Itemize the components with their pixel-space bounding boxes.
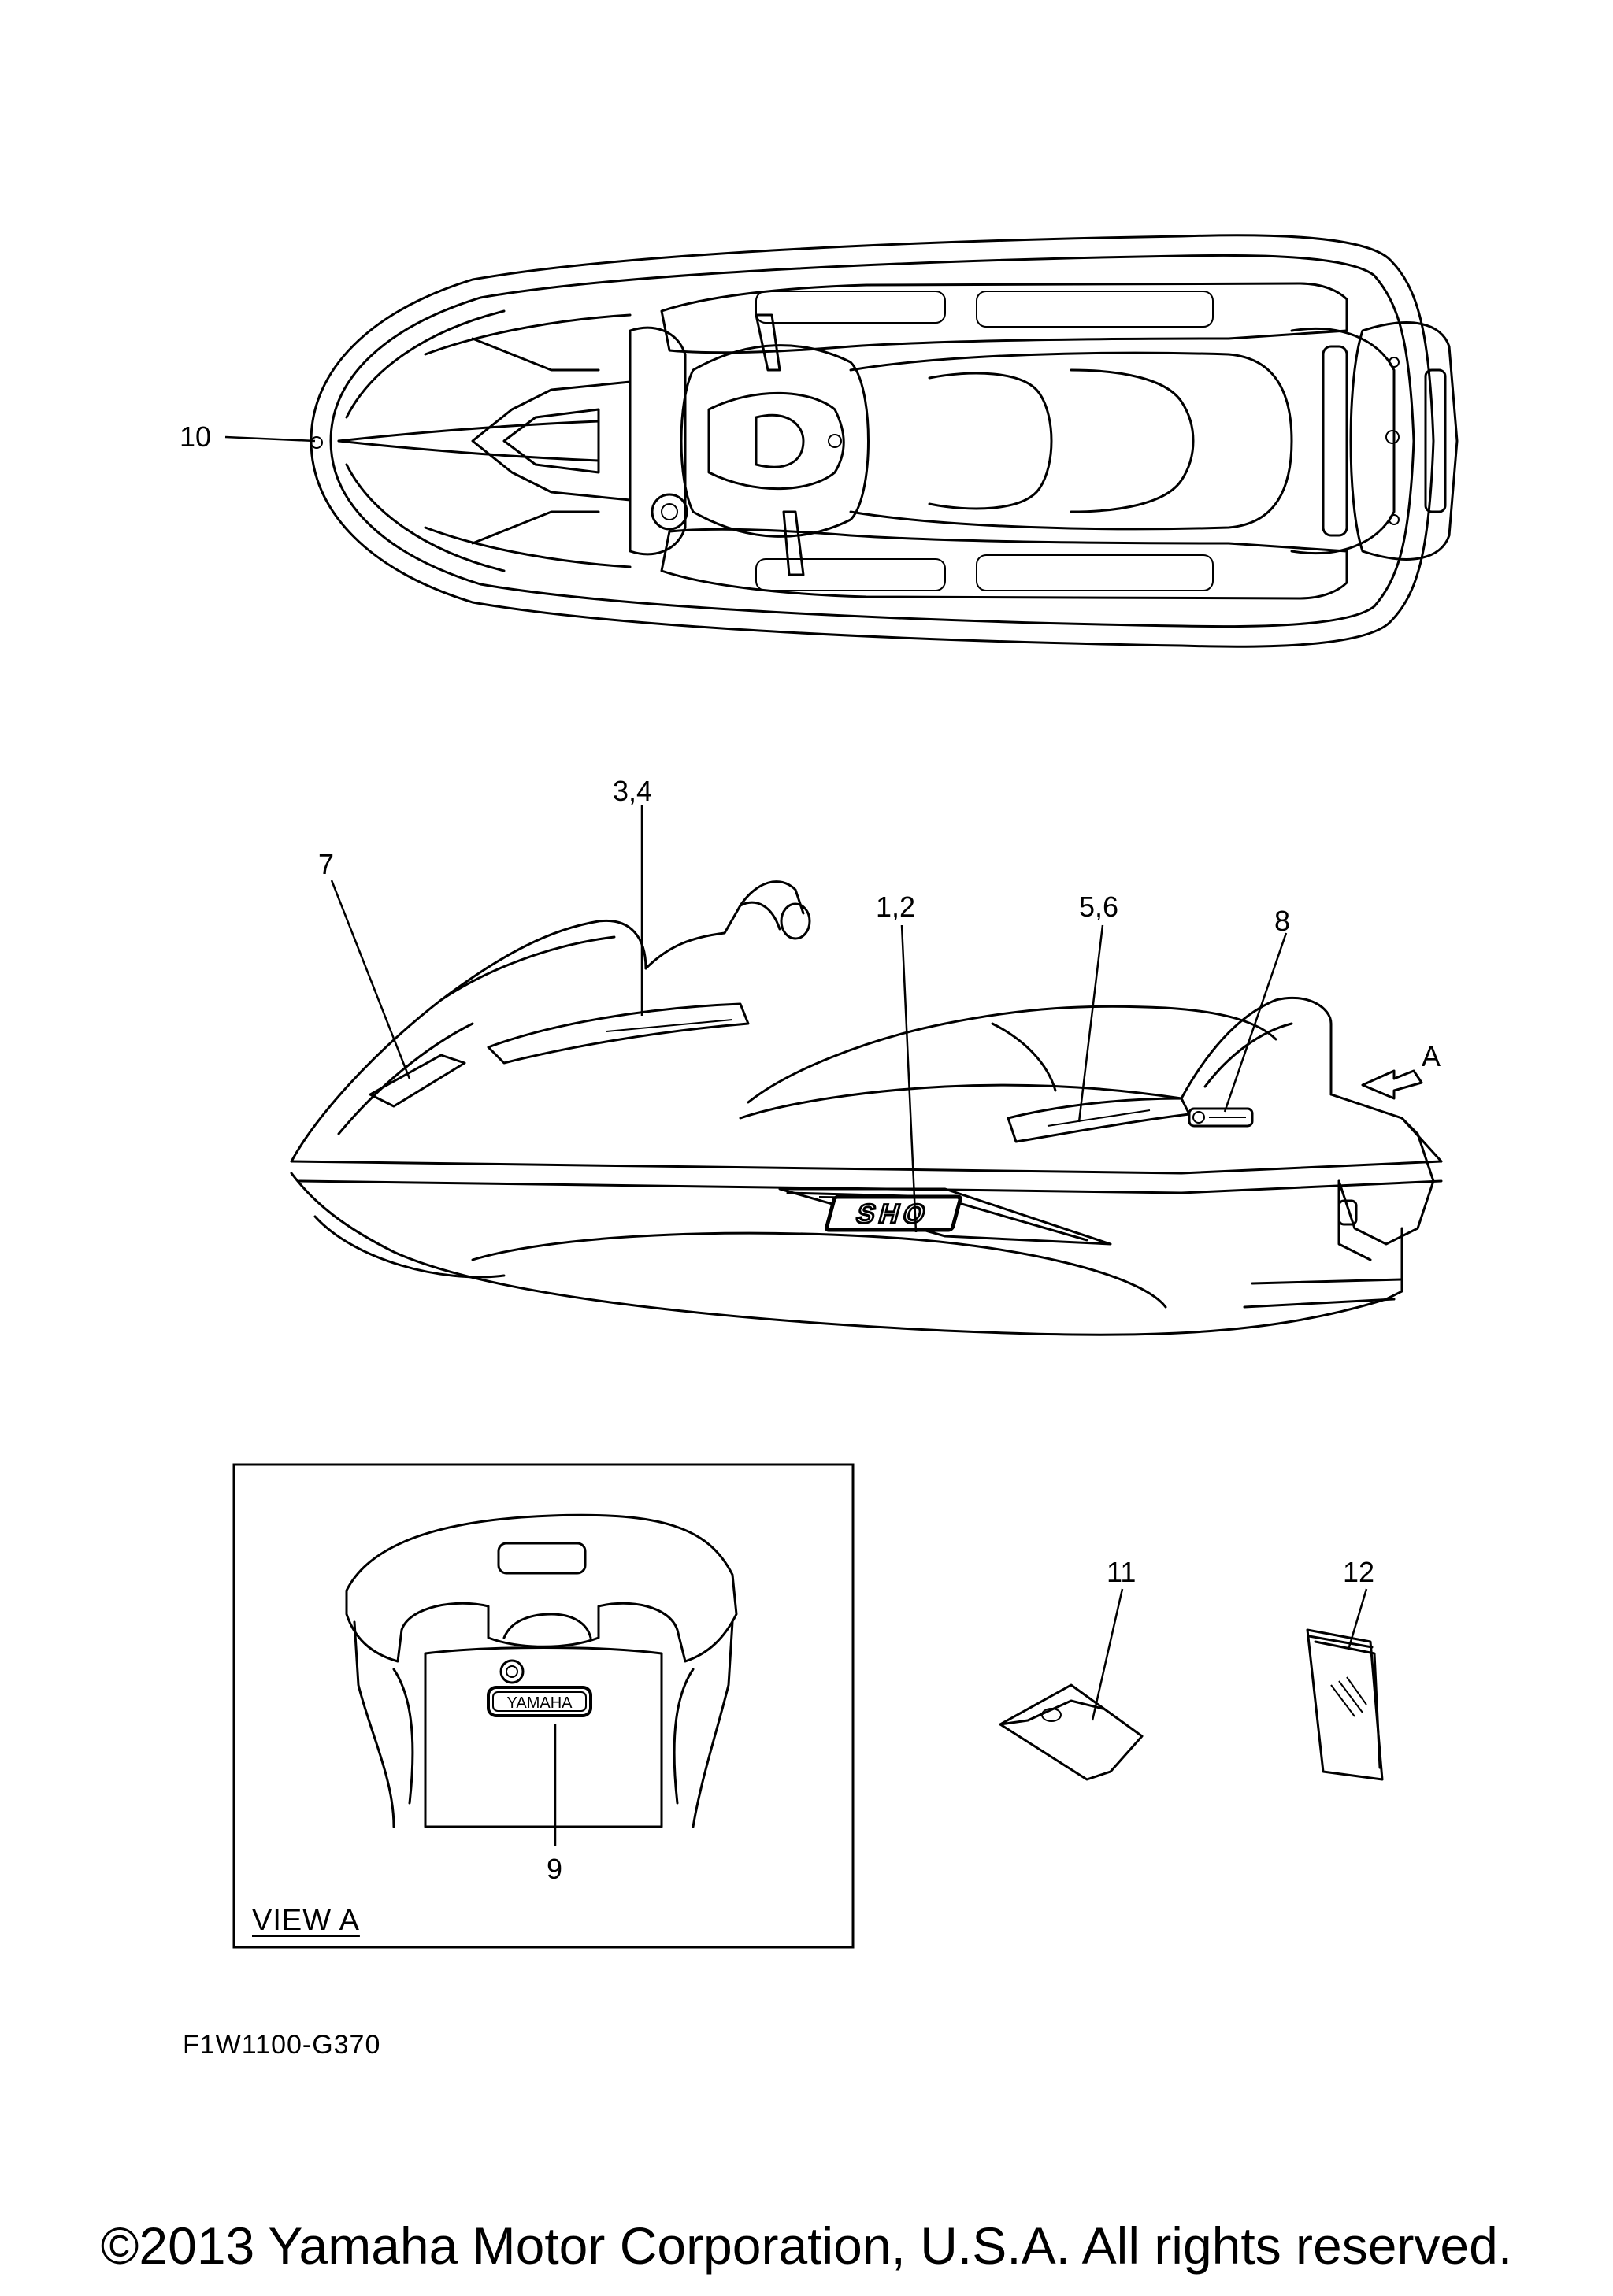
copyright-notice: ©2013 Yamaha Motor Corporation, U.S.A. A… [100, 2216, 1513, 2275]
part-11-pouch [999, 1683, 1144, 1781]
callout-9: 9 [547, 1853, 563, 1885]
callout-5-6: 5,6 [1079, 891, 1119, 923]
leader-lines [224, 435, 1423, 1846]
callout-11: 11 [1107, 1556, 1137, 1588]
sho-decal-text: SHO [853, 1200, 933, 1229]
callout-10: 10 [180, 420, 212, 453]
callout-view-a-arrow: A [1422, 1040, 1441, 1072]
sho-decal: SHO [825, 1194, 962, 1232]
view-a-frame [232, 1463, 855, 1949]
view-a-label: VIEW A [252, 1904, 360, 1937]
callout-7: 7 [318, 848, 335, 880]
figure-code: F1W1100-G370 [183, 2030, 381, 2060]
watercraft-top-view [310, 234, 1459, 648]
part-12-manual [1306, 1628, 1384, 1781]
watercraft-side-view [290, 880, 1443, 1336]
watercraft-rear-view: YAMAHA [345, 1513, 738, 1828]
callout-12: 12 [1343, 1556, 1375, 1588]
callout-3-4: 3,4 [613, 775, 653, 807]
callout-1-2: 1,2 [876, 891, 916, 923]
callout-8: 8 [1274, 905, 1291, 937]
yamaha-badge-text: YAMAHA [507, 1694, 573, 1712]
